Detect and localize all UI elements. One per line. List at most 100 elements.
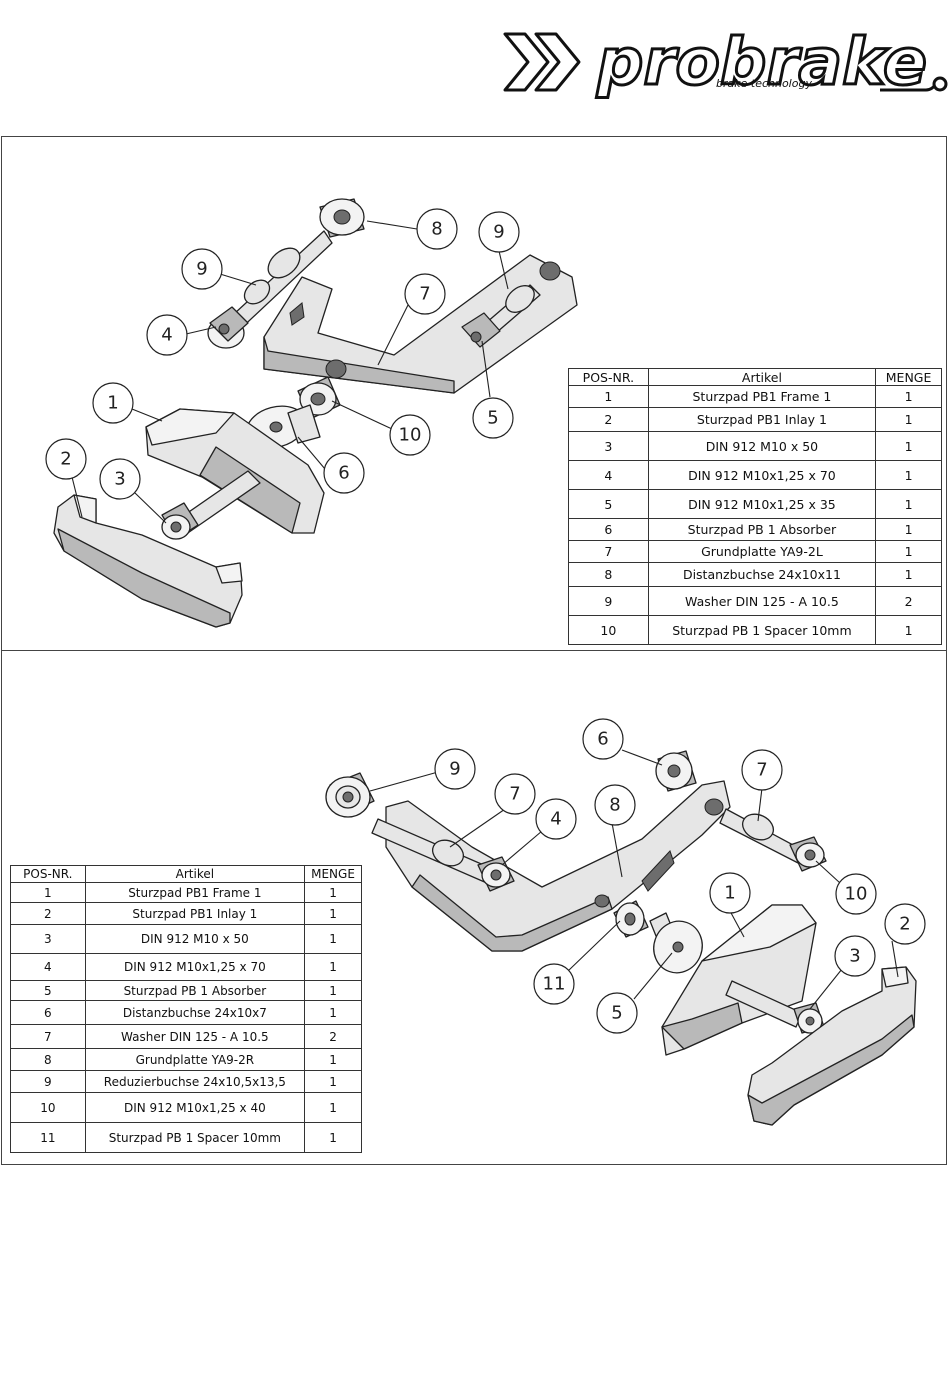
logo-tagline: brake technology: [716, 77, 812, 90]
callout-3: 3: [834, 935, 876, 977]
cell-artikel: DIN 912 M10x1,25 x 70: [647, 460, 877, 490]
double-chevron-icon: [503, 32, 581, 92]
cell-pos: 9: [568, 586, 649, 616]
cell-menge: 1: [304, 1070, 362, 1093]
cell-menge: 1: [875, 562, 942, 587]
header-artikel: Artikel: [84, 865, 306, 883]
cell-artikel: Washer DIN 125 - A 10.5: [647, 586, 877, 616]
callout-7: 7: [404, 273, 446, 315]
cell-pos: 11: [10, 1122, 86, 1153]
callout-9: 9: [181, 248, 223, 290]
inlay-2: [53, 494, 243, 628]
header-pos: POS-NR.: [568, 368, 649, 386]
cell-pos: 10: [10, 1092, 86, 1123]
cell-menge: 1: [304, 924, 362, 954]
svg-text:9: 9: [449, 759, 460, 780]
cell-artikel: Distanzbuchse 24x10x7: [84, 1000, 306, 1025]
cell-artikel: Sturzpad PB1 Frame 1: [84, 882, 306, 903]
cell-artikel: DIN 912 M10x1,25 x 40: [84, 1092, 306, 1123]
right-assembly-panel: 6 9 7 7 4 8 10 1 2 3 11 5 POS-NR. Artike…: [1, 650, 947, 1165]
cell-artikel: Sturzpad PB 1 Spacer 10mm: [84, 1122, 306, 1153]
left-assembly-panel: 8 9 9 7 4 1 5 10 2 6 3 POS-NR. Artikel M…: [1, 136, 947, 651]
cell-pos: 3: [10, 924, 86, 954]
probrake-logo-graphic: probrake brake technology: [503, 28, 948, 102]
cell-artikel: Sturzpad PB1 Inlay 1: [84, 902, 306, 925]
bolt-4: [207, 230, 333, 349]
logo-wordmark: probrake: [596, 28, 927, 100]
cell-menge: 2: [304, 1024, 362, 1049]
svg-text:5: 5: [487, 408, 498, 429]
cell-menge: 1: [304, 980, 362, 1001]
svg-text:4: 4: [550, 809, 561, 830]
inlay-2-right: [747, 966, 917, 1126]
svg-text:8: 8: [609, 795, 620, 816]
parts-list-header: POS-NR. Artikel MENGE: [568, 368, 942, 386]
cell-pos: 5: [568, 489, 649, 519]
callout-9: 9: [478, 211, 520, 253]
cell-pos: 8: [568, 562, 649, 587]
cell-artikel: Sturzpad PB 1 Spacer 10mm: [647, 615, 877, 645]
callout-4: 4: [535, 798, 577, 840]
cell-artikel: Grundplatte YA9-2R: [84, 1048, 306, 1071]
frame-1-right: [661, 904, 817, 1056]
bolt-4-right: [371, 818, 515, 892]
header-artikel: Artikel: [647, 368, 877, 386]
cell-artikel: DIN 912 M10 x 50: [84, 924, 306, 954]
cell-artikel: Distanzbuchse 24x10x11: [647, 562, 877, 587]
callout-5: 5: [472, 397, 514, 439]
svg-text:10: 10: [845, 884, 868, 905]
bolt-3-right: [725, 980, 825, 1034]
cell-menge: 1: [304, 1000, 362, 1025]
svg-text:2: 2: [60, 449, 71, 470]
svg-text:10: 10: [399, 425, 422, 446]
cell-pos: 6: [568, 518, 649, 541]
brake-line-icon: [880, 76, 948, 92]
cell-pos: 4: [10, 953, 86, 981]
svg-text:8: 8: [431, 219, 442, 240]
callout-7: 7: [741, 749, 783, 791]
svg-text:7: 7: [509, 784, 520, 805]
callout-2: 2: [884, 903, 926, 945]
cell-menge: 1: [304, 1048, 362, 1071]
svg-text:1: 1: [107, 393, 118, 414]
cell-pos: 5: [10, 980, 86, 1001]
cell-menge: 1: [875, 385, 942, 408]
probrake-logo: probrake brake technology: [500, 28, 948, 108]
callout-1: 1: [709, 872, 751, 914]
cell-artikel: Sturzpad PB1 Inlay 1: [647, 407, 877, 432]
callout-10: 10: [835, 873, 877, 915]
header-pos: POS-NR.: [10, 865, 86, 883]
callout-2: 2: [45, 438, 87, 480]
cell-pos: 7: [10, 1024, 86, 1049]
cell-pos: 9: [10, 1070, 86, 1093]
cell-pos: 8: [10, 1048, 86, 1071]
cell-menge: 1: [875, 460, 942, 490]
callout-7: 7: [494, 773, 536, 815]
cell-menge: 1: [304, 882, 362, 903]
cell-artikel: DIN 912 M10 x 50: [647, 431, 877, 461]
callout-5: 5: [596, 992, 638, 1034]
cell-artikel: Washer DIN 125 - A 10.5: [84, 1024, 306, 1049]
left-assembly-drawing: 8 9 9 7 4 1 5 10 2 6 3: [45, 198, 578, 628]
bolt-3: [161, 470, 261, 540]
svg-text:6: 6: [338, 463, 349, 484]
cell-pos: 4: [568, 460, 649, 490]
spacer-sleeve-8: [319, 198, 365, 238]
callout-1: 1: [92, 382, 134, 424]
svg-text:9: 9: [196, 259, 207, 280]
cell-pos: 10: [568, 615, 649, 645]
svg-text:1: 1: [724, 883, 735, 904]
cell-artikel: Reduzierbuchse 24x10,5x13,5: [84, 1070, 306, 1093]
